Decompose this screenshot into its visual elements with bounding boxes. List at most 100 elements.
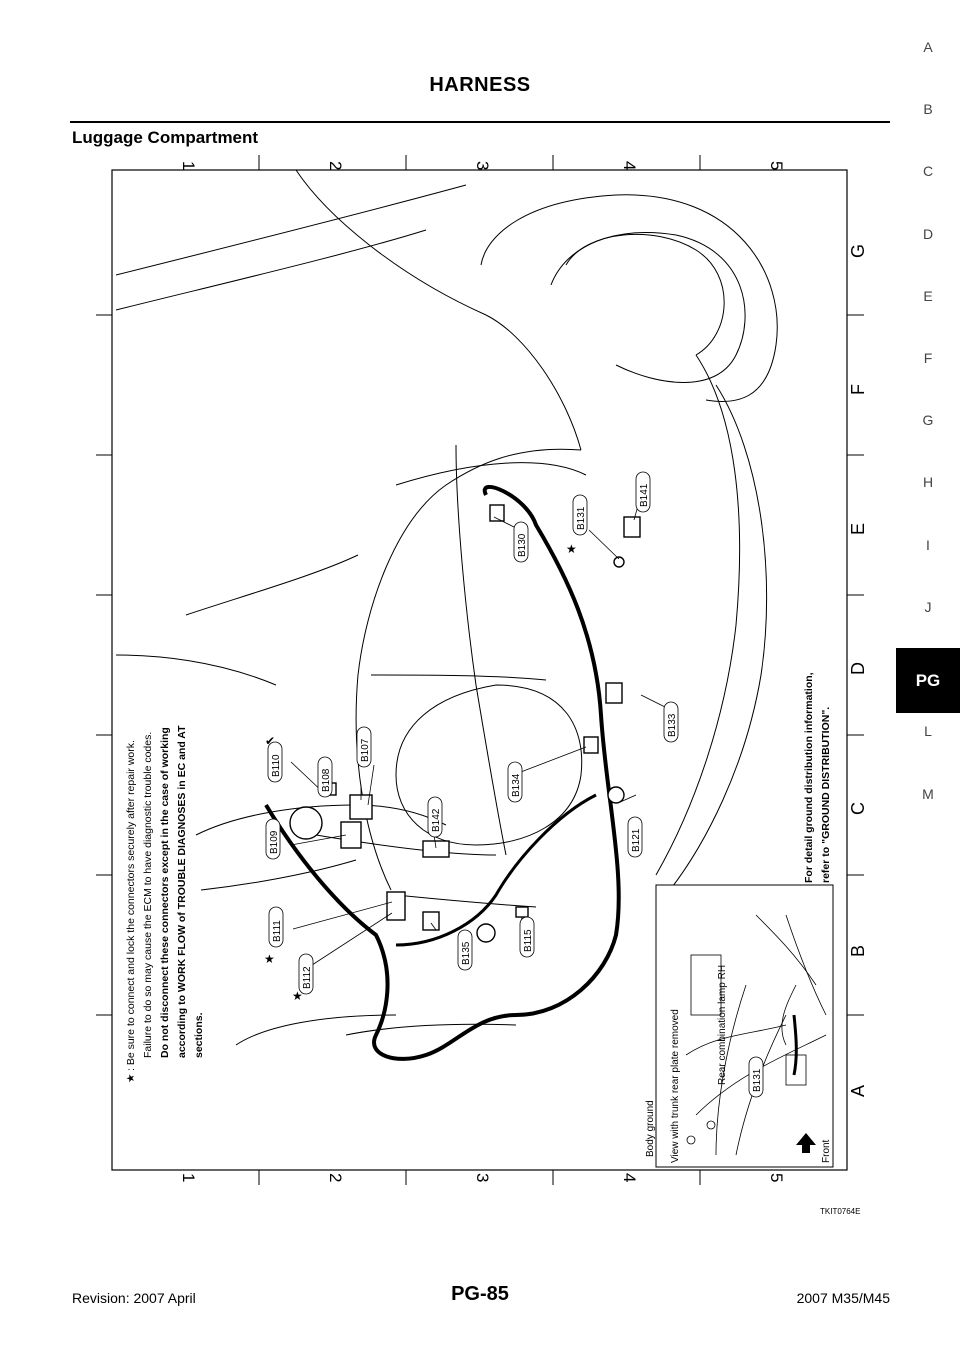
note-line: sections.	[193, 1012, 205, 1058]
grid-letter: B	[96, 945, 98, 957]
connector-labels: B110 B108 B107 B109 B142 B111 B112 B135	[265, 471, 679, 995]
grid-number: 1	[179, 161, 198, 170]
grid-number: 1	[179, 1173, 198, 1182]
grid-letters-right: A B C D E F G	[848, 244, 864, 1097]
front-arrow-icon	[796, 1133, 816, 1153]
main-harness	[264, 484, 621, 1061]
inset-view: Body ground View with trunk rear plate r…	[645, 884, 834, 1168]
star-markers: ★ ★ ★ ✔	[264, 542, 577, 1003]
grid-letter: D	[96, 662, 98, 675]
connector-block	[422, 840, 450, 858]
inset-front-label: Front	[821, 1139, 832, 1163]
connector-round	[476, 923, 496, 943]
grommet	[289, 806, 323, 840]
star-icon: ✔	[265, 734, 275, 748]
star-note: ★ : Be sure to connect and lock the conn…	[125, 725, 205, 1083]
connector-label-b133: B133	[667, 713, 678, 737]
star-icon: ★	[264, 952, 275, 966]
grid-letter: C	[848, 802, 864, 815]
grid-letters-left: A B C D E F G	[96, 244, 98, 1097]
index-tab-h[interactable]: H	[922, 474, 934, 490]
index-tab-m[interactable]: M	[922, 786, 934, 802]
note-line: according to WORK FLOW of TROUBLE DIAGNO…	[176, 725, 188, 1058]
index-tab-b[interactable]: B	[923, 101, 933, 117]
grid-numbers-bottom: 1 2 3 4 5	[179, 1173, 786, 1182]
inset-connector-label: B131	[752, 1068, 763, 1092]
grid-letter: F	[848, 384, 864, 395]
index-tab-l[interactable]: L	[924, 723, 932, 739]
note-line: Do not disconnect these connectors excep…	[159, 727, 171, 1058]
connector-label-b131: B131	[576, 506, 587, 530]
index-tab-g[interactable]: G	[922, 412, 934, 428]
connector-block	[605, 682, 623, 704]
star-icon: ★	[292, 989, 303, 1003]
grid-number: 2	[326, 161, 345, 170]
connector-label-b130: B130	[517, 533, 528, 557]
leader-lines	[290, 494, 672, 968]
footer-revision: Revision: 2007 April	[72, 1290, 196, 1306]
grid-letter: F	[96, 384, 98, 395]
grid-letter: C	[96, 802, 98, 815]
grid-number: 4	[620, 161, 639, 170]
note-line: For detail ground distribution informati…	[803, 672, 815, 883]
index-tab-a[interactable]: A	[923, 39, 933, 55]
grid-number: 5	[767, 161, 786, 170]
index-tab-c[interactable]: C	[922, 163, 934, 179]
connector-label-b135: B135	[461, 941, 472, 965]
grid-letter: E	[848, 523, 864, 535]
connector-block	[340, 821, 362, 849]
grid-letter: A	[848, 1085, 864, 1097]
connector-label-b142: B142	[431, 808, 442, 832]
note-line: : Be sure to connect and lock the connec…	[125, 740, 137, 1071]
connector-label-b134: B134	[511, 773, 522, 797]
inset-lamp-label: Rear combination lamp RH	[717, 965, 728, 1085]
grid-number: 4	[620, 1173, 639, 1182]
grid-letter: D	[848, 662, 864, 675]
connector-label-b110: B110	[271, 754, 282, 777]
connector-label-b111: B111	[272, 920, 283, 942]
note-line: Failure to do so may cause the ECM to ha…	[142, 732, 154, 1058]
ground-note: For detail ground distribution informati…	[803, 672, 832, 883]
grid-letter: G	[96, 244, 98, 258]
grid-letter: G	[848, 244, 864, 258]
connector-blocks	[289, 504, 641, 943]
connector-label-b107: B107	[360, 738, 371, 762]
connector-block	[386, 891, 406, 921]
grid-numbers-top: 1 2 3 4 5	[179, 161, 786, 170]
section-title: Luggage Compartment	[72, 128, 259, 147]
grid-letter: A	[96, 1085, 98, 1097]
connector-block	[489, 504, 505, 522]
connector-round	[607, 786, 625, 804]
connector-label-b108: B108	[321, 768, 332, 792]
star-icon: ★	[125, 1073, 137, 1083]
branch-harness	[395, 793, 597, 947]
grid-number: 3	[473, 161, 492, 170]
grid-letter: B	[848, 945, 864, 957]
star-icon: ★	[566, 542, 577, 556]
grid-number: 2	[326, 1173, 345, 1182]
note-line: refer to "GROUND DISTRIBUTION".	[820, 707, 832, 883]
index-tab-e[interactable]: E	[923, 288, 933, 304]
page-header: HARNESS	[429, 74, 531, 96]
connector-label-b109: B109	[269, 830, 280, 854]
index-tab-pg-active[interactable]: PG	[896, 648, 960, 713]
inset-view-title: View with trunk rear plate removed	[670, 1009, 681, 1163]
diagram-frame	[111, 169, 848, 1171]
connector-label-b112: B112	[302, 966, 313, 989]
inset-body-ground: Body ground	[645, 1100, 656, 1157]
connector-label-b121: B121	[631, 828, 642, 852]
index-tab-f[interactable]: F	[923, 350, 933, 366]
index-tab-d[interactable]: D	[922, 226, 934, 242]
footer-page-number: PG-85	[451, 1283, 509, 1305]
footer-model: 2007 M35/M45	[796, 1290, 890, 1306]
grid-number: 3	[473, 1173, 492, 1182]
grid-number: 5	[767, 1173, 786, 1182]
connector-label-b141: B141	[639, 483, 650, 507]
ground-point	[613, 556, 625, 568]
connector-block	[583, 736, 599, 754]
connector-block	[623, 516, 641, 538]
index-tab-i[interactable]: I	[926, 537, 930, 553]
connector-block	[515, 906, 529, 918]
index-tab-j[interactable]: J	[924, 599, 932, 615]
header-rule	[70, 121, 890, 123]
